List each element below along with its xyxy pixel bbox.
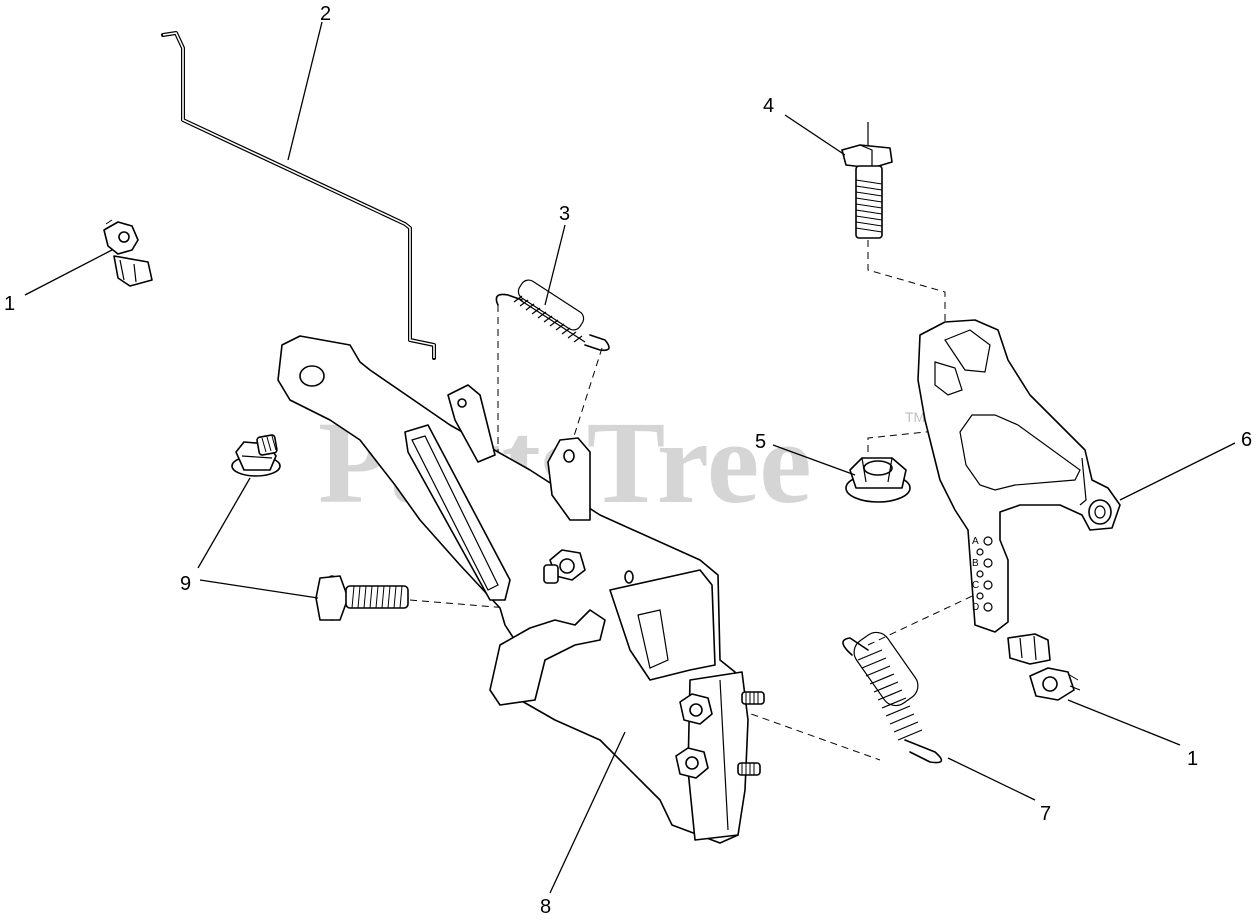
flange-nut (845, 457, 911, 503)
spring-right-line (567, 347, 603, 456)
bracket-stud-lower (737, 762, 761, 776)
bracket-nut-lower (675, 747, 709, 779)
callout-2: 2 (320, 3, 331, 25)
watermark-trademark: TM (905, 409, 925, 425)
callout-9: 9 (180, 573, 191, 595)
bolt-to-plate-line (867, 240, 946, 330)
hex-flange-bolt (315, 575, 409, 621)
callout-1-right: 1 (1187, 748, 1198, 770)
t-head-bolt (841, 122, 893, 239)
plate-letter-d: D (972, 602, 979, 613)
callout-8: 8 (540, 896, 551, 918)
large-spring (842, 631, 943, 764)
callout-5: 5 (755, 431, 766, 453)
bracket-pivot-stud (543, 549, 586, 584)
plate-letter-b: B (972, 558, 979, 569)
nut-to-plate-line (867, 429, 946, 452)
callout-1-left: 1 (4, 293, 15, 315)
callouts: 2 1 3 4 5 6 1 7 8 9 (4, 3, 1252, 918)
hex-washer-bolt-upper (231, 434, 281, 477)
leader-lines (24, 21, 1236, 894)
callout-4: 4 (763, 95, 774, 117)
spring-to-stud-line (739, 709, 881, 761)
callout-6: 6 (1241, 429, 1252, 451)
plate-letter-c: C (972, 580, 979, 591)
throttle-rod (161, 31, 436, 360)
cable-clip-right (1007, 633, 1081, 701)
callout-7: 7 (1040, 803, 1051, 825)
spring-to-plate-line (867, 589, 986, 646)
callout-3: 3 (559, 203, 570, 225)
bracket-nut-upper (679, 693, 713, 725)
small-spring (495, 279, 610, 352)
plate-letter-a: A (972, 536, 979, 547)
cable-clip-left (103, 219, 153, 287)
bracket-stud-upper (741, 691, 765, 705)
main-bracket (277, 335, 765, 844)
governor-plate: A B C D (917, 319, 1121, 633)
